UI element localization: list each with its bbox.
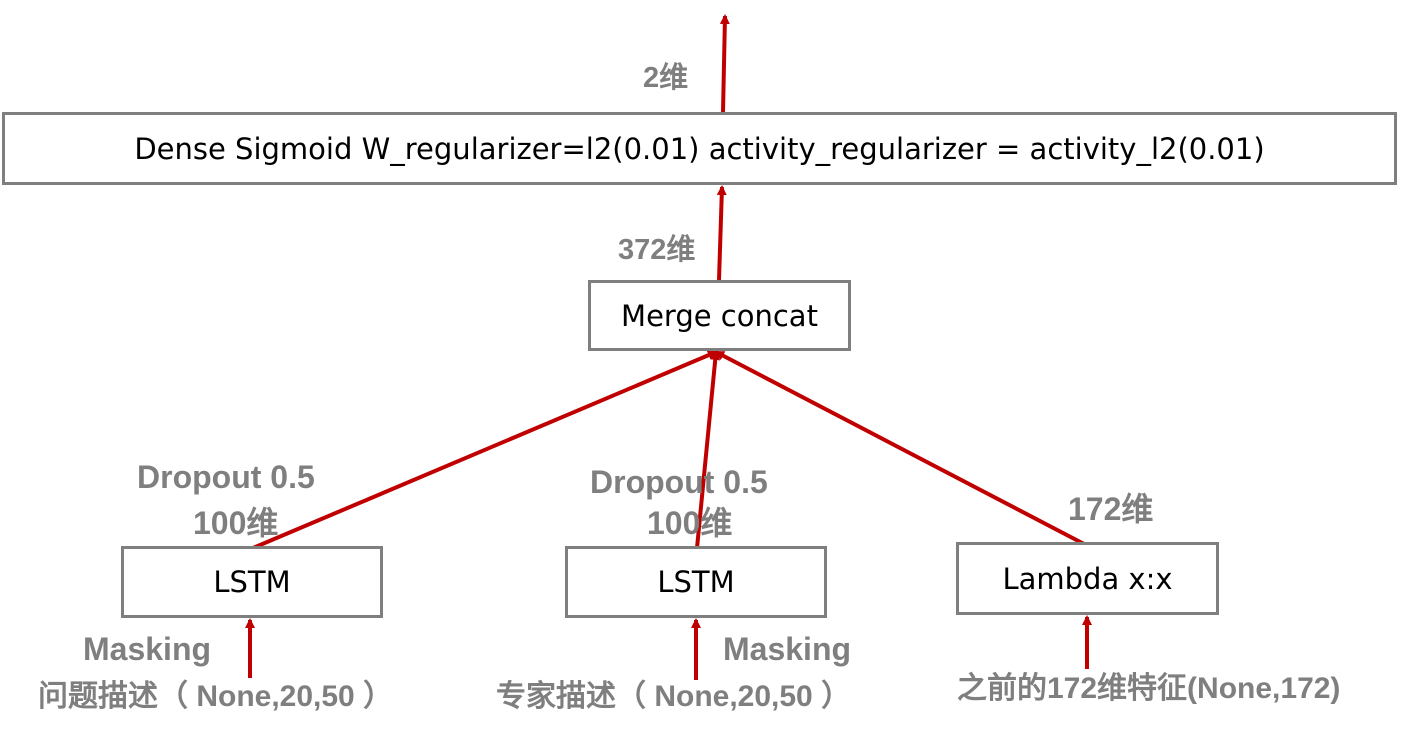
- arrow-lstm-middle-to-merge: [695, 350, 721, 549]
- lstm-middle-label: LSTM: [657, 565, 735, 599]
- dim-middle-label: 100维: [647, 505, 733, 541]
- arrow-lambda-to-merge: [714, 350, 1087, 547]
- dropout-middle-label: Dropout 0.5: [590, 464, 768, 500]
- dropout-left-label: Dropout 0.5: [137, 459, 315, 495]
- arrow-merge-to-dense: [716, 185, 727, 281]
- arrow-output: [719, 14, 730, 113]
- dense-layer-label: Dense Sigmoid W_regularizer=l2(0.01) act…: [134, 131, 1265, 166]
- dim-right-label: 172维: [1068, 491, 1154, 527]
- input-right-label: 之前的172维特征(None,172): [957, 672, 1341, 705]
- lambda-layer-label: Lambda x:x: [1002, 561, 1173, 596]
- lstm-left-box: LSTM: [121, 546, 383, 618]
- dim-left-label: 100维: [193, 505, 279, 541]
- lambda-layer-box: Lambda x:x: [956, 542, 1219, 615]
- arrow-lstm-left-to-merge: [252, 350, 718, 550]
- merge-layer-label: Merge concat: [621, 298, 818, 333]
- merge-dim-label: 372维: [618, 234, 696, 266]
- masking-left-label: Masking: [83, 631, 212, 667]
- input-middle-label: 专家描述（ None,20,50 ）: [496, 680, 852, 713]
- dense-layer-box: Dense Sigmoid W_regularizer=l2(0.01) act…: [2, 112, 1397, 185]
- output-dim-label: 2维: [643, 62, 689, 94]
- masking-middle-label: Masking: [723, 631, 852, 667]
- lstm-middle-box: LSTM: [565, 546, 827, 618]
- input-left-label: 问题描述（ None,20,50 ）: [38, 680, 394, 713]
- lstm-left-label: LSTM: [213, 565, 291, 599]
- merge-layer-box: Merge concat: [588, 280, 851, 351]
